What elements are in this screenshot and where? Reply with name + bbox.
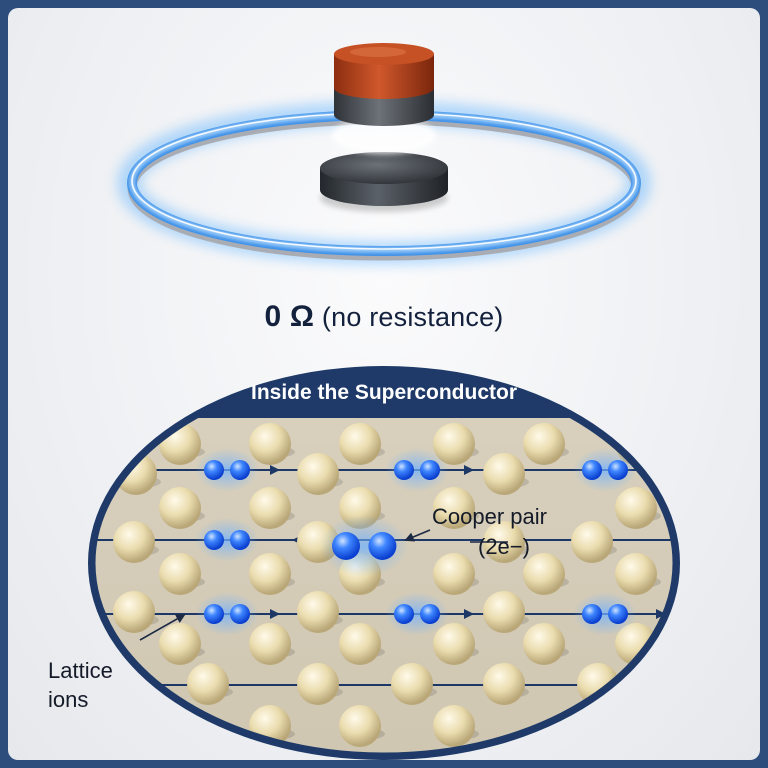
electron — [394, 604, 414, 624]
electron — [204, 460, 224, 480]
lattice-ion — [249, 623, 291, 665]
lattice-ion — [339, 623, 381, 665]
lattice-ion — [113, 591, 155, 633]
lattice-ion — [433, 423, 475, 465]
flow-arrow — [656, 609, 666, 619]
lattice-ion — [249, 553, 291, 595]
resistance-label: 0 Ω (no resistance) — [8, 300, 760, 334]
lattice-ion — [483, 591, 525, 633]
flow-arrow — [464, 609, 474, 619]
lattice-ion — [483, 453, 525, 495]
electron — [230, 604, 250, 624]
electron — [368, 532, 397, 560]
diagram-frame: 0 Ω (no resistance) Inside the Supercond… — [8, 8, 760, 760]
flow-arrow — [270, 609, 280, 619]
cooper-pair-label: Cooper pair (2e−) — [432, 502, 547, 562]
lattice-ion — [433, 553, 475, 595]
lattice-ion — [523, 623, 565, 665]
lattice-ion — [391, 663, 433, 705]
lattice-ions-label: Lattice ions — [48, 656, 113, 714]
electron — [332, 532, 360, 560]
levitating-magnet — [334, 43, 434, 126]
lattice-ion — [433, 623, 475, 665]
electron — [582, 604, 602, 624]
inside-panel — [88, 366, 680, 760]
flow-arrow — [270, 465, 280, 475]
levitation-glow — [332, 118, 436, 154]
lattice-pointer — [139, 614, 186, 641]
lattice-ion — [339, 423, 381, 465]
lattice-ion — [339, 705, 381, 747]
lattice-ion — [571, 521, 613, 563]
lattice-ion — [159, 553, 201, 595]
electron — [608, 460, 628, 480]
electron — [608, 604, 628, 624]
resistance-text: (no resistance) — [321, 302, 504, 332]
lattice-ion — [523, 553, 565, 595]
lattice-ion — [249, 423, 291, 465]
electron — [204, 604, 224, 624]
lattice-ion — [159, 423, 201, 465]
lattice-ion — [483, 663, 525, 705]
lattice-ion — [433, 705, 475, 747]
lattice-ion — [671, 591, 676, 633]
cooper-pair-line1: Cooper pair — [432, 504, 547, 529]
cooper-pair-line2: (2e−) — [478, 534, 530, 559]
lattice-ion — [433, 487, 475, 529]
lattice-ion — [159, 487, 201, 529]
lattice-ion — [159, 623, 201, 665]
electron — [582, 460, 602, 480]
superconductor-disk — [320, 152, 448, 212]
lattice-ion — [297, 663, 339, 705]
lattice-ion — [523, 423, 565, 465]
lattice-line2: ions — [48, 687, 89, 712]
resistance-value: 0 Ω — [264, 300, 315, 333]
lattice-grid — [92, 423, 676, 747]
electron — [420, 604, 440, 624]
lattice-ion — [615, 553, 657, 595]
flow-arrow — [464, 465, 474, 475]
electron — [230, 530, 250, 550]
lattice-ion — [249, 487, 291, 529]
lattice-ion — [297, 591, 339, 633]
lattice-ion — [187, 663, 229, 705]
cooper-pair-pointer — [404, 529, 431, 542]
electron — [230, 460, 250, 480]
electron — [420, 460, 440, 480]
superconductor-scene — [88, 43, 680, 760]
flow-arrow — [656, 465, 666, 475]
panel-title: Inside the Superconductor — [250, 381, 518, 404]
lattice-ion — [297, 453, 339, 495]
electron — [204, 530, 224, 550]
electron — [394, 460, 414, 480]
lattice-ion — [675, 453, 676, 495]
lattice-line1: Lattice — [48, 658, 113, 683]
lattice-ion — [113, 521, 155, 563]
lattice-ion — [615, 487, 657, 529]
